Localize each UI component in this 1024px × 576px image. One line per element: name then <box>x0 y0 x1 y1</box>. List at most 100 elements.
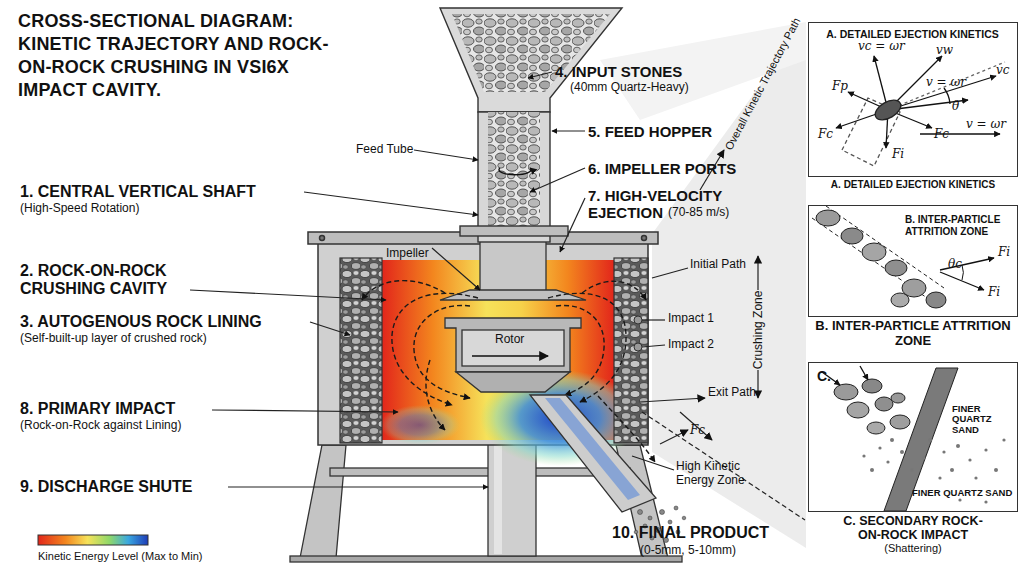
shattering-sketch-part-part <box>870 468 874 472</box>
annotation-label: Fc <box>934 128 949 142</box>
callout-label: 1. CENTRAL VERTICAL SHAFT <box>20 183 256 201</box>
leader-lines-part <box>640 398 705 402</box>
ejection-kinetics-sketch-part <box>920 133 1000 134</box>
shattering-sketch-part <box>862 379 882 393</box>
leader-lines-part <box>304 192 478 215</box>
annotation-label: Fi <box>988 286 1000 300</box>
leader-lines-part <box>757 256 758 290</box>
shattering-sketch-part-part <box>922 456 925 459</box>
rotor-impeller-part <box>462 330 564 366</box>
leader-lines-part <box>652 268 688 278</box>
callout-label: 4. INPUT STONES <box>555 63 682 80</box>
product-particles-part <box>638 510 643 515</box>
ejection-kinetics-sketch-part <box>888 76 996 110</box>
discharge-chute-part <box>530 395 656 512</box>
shattering-sketch-part <box>860 366 868 380</box>
leader-lines-part <box>642 412 805 520</box>
trajectory-paths-part <box>548 293 626 402</box>
annotation-label: Feed Tube <box>356 143 413 157</box>
leader-lines-part <box>190 290 386 300</box>
impact-points-part <box>634 316 642 324</box>
detail-panel: A. DETAILED EJECTION KINETICSA. DETAILED… <box>808 22 1018 177</box>
trajectory-paths-part <box>426 360 445 430</box>
panel-backgrounds <box>808 22 1018 512</box>
ejection-kinetics-sketch <box>836 56 1005 166</box>
legend-text: Kinetic Energy Level (Max to Min) <box>38 550 202 562</box>
leader-lines-part <box>642 345 665 347</box>
product-particles-part <box>674 506 678 510</box>
leader-lines-part <box>552 130 585 131</box>
callout-label: 10. FINAL PRODUCT <box>612 524 769 542</box>
ejection-kinetics-sketch-part <box>872 96 904 124</box>
product-particles-part <box>660 510 665 515</box>
annotation-label: Impact 1 <box>668 312 714 326</box>
shattering-sketch-part <box>847 402 869 418</box>
shattering-sketch-part-part <box>994 468 998 472</box>
rotor-impeller-part <box>456 372 570 392</box>
leader-lines-part <box>414 150 478 160</box>
annotation-label: (Rock-on-Rock against Lining) <box>20 419 181 433</box>
panel-backgrounds-part <box>808 205 1018 317</box>
attrition-sketch-part <box>841 228 863 244</box>
annotation-label: v = ωr <box>966 118 1006 132</box>
discharge-chute <box>530 395 656 512</box>
product-particles-part <box>668 520 672 524</box>
diagram-title: CROSS-SECTIONAL DIAGRAM: KINETIC TRAJECT… <box>18 10 338 102</box>
callout-label: 6. IMPELLER PORTS <box>588 160 736 177</box>
leader-lines <box>190 72 805 520</box>
attrition-sketch-part <box>962 265 963 280</box>
panel-backgrounds-part <box>808 362 1018 512</box>
annotation-label: Exit Path <box>708 386 756 400</box>
annotation-label: v = ωr <box>926 76 966 90</box>
legend-swatch <box>38 535 148 545</box>
trajectory-paths-part <box>392 293 478 405</box>
attrition-sketch-part <box>926 292 946 308</box>
attrition-sketch-part <box>891 293 909 307</box>
feed-hopper-part <box>499 168 531 175</box>
annotation-label: Rotor <box>495 333 524 347</box>
leader-lines-part <box>432 248 480 290</box>
shattering-sketch-part-part <box>900 450 904 454</box>
shattering-sketch-part-part <box>1002 438 1005 441</box>
trajectory-paths-part <box>362 281 445 300</box>
callout-label: 9. DISCHARGE SHUTE <box>20 478 192 496</box>
panel-caption: C. SECONDARY ROCK-ON-ROCK IMPACT <box>833 514 993 542</box>
trajectory-paths-part <box>556 305 604 395</box>
product-particles-part <box>648 516 652 520</box>
shattering-sketch-part-part <box>968 458 971 461</box>
shattering-sketch-part <box>867 422 885 434</box>
crusher-frame-part <box>290 556 682 562</box>
shattering-sketch-part <box>891 393 905 403</box>
shattering-sketch-part-part <box>886 460 889 463</box>
heat-map-part <box>380 405 460 445</box>
annotation-label: FINER QUARTZ SAND <box>952 404 1007 435</box>
ejection-kinetics-sketch-part <box>944 88 950 104</box>
annotation-label: FINER QUARTZ SAND <box>912 488 1012 498</box>
impact-points-part <box>634 343 642 351</box>
leader-lines-part <box>680 412 712 440</box>
annotation-label: Fc <box>818 128 833 142</box>
shattering-sketch-part-part <box>974 476 977 479</box>
annotation-label: (70-85 m/s) <box>668 206 729 220</box>
annotation-label: (High-Speed Rotation) <box>20 202 139 216</box>
leader-lines-part <box>632 456 674 470</box>
rock-lining-part <box>340 258 382 443</box>
annotation-label: Impact 2 <box>668 338 714 352</box>
shattering-sketch-part-part <box>956 444 960 448</box>
annotation-label: (40mm Quartz-Heavy) <box>570 81 689 95</box>
ejection-kinetics-sketch-part <box>888 62 1005 110</box>
caption-group: C. SECONDARY ROCK-ON-ROCK IMPACT(Shatter… <box>809 514 1017 555</box>
annotation-label: θ <box>952 100 959 114</box>
feed-hopper-part <box>478 112 550 242</box>
panel-caption: A. DETAILED EJECTION KINETICS <box>831 179 995 191</box>
caption-group: B. INTER-PARTICLE ATTRITION ZONE <box>809 319 1017 349</box>
annotation-label: Fi <box>998 246 1010 260</box>
leader-lines-part <box>228 486 488 487</box>
annotation-label: Fi <box>892 148 904 162</box>
shattering-sketch-part-part <box>950 468 954 472</box>
crusher-housing-part <box>642 236 647 241</box>
leader-lines-part <box>560 198 585 252</box>
detail-panel: B. INTER-PARTICLE ATTRITION ZONEB. INTER… <box>808 205 1018 317</box>
attrition-sketch-part <box>940 272 984 290</box>
